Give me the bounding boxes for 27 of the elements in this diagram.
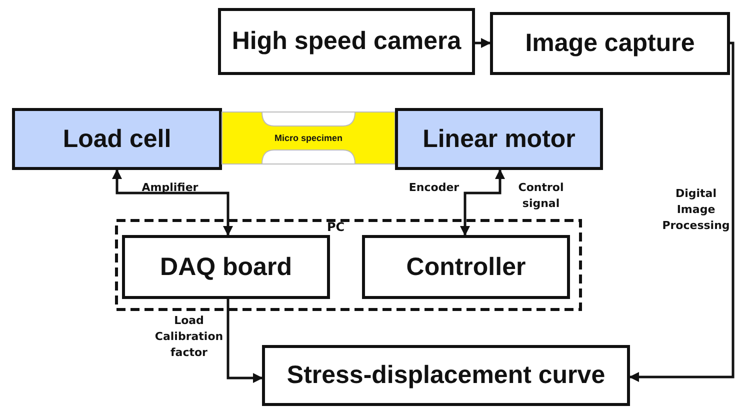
process-box	[395, 108, 603, 170]
box-label: Stress-displacement curve	[286, 362, 606, 389]
box-label: High speed camera	[232, 28, 462, 55]
process-box	[362, 235, 570, 299]
process-box	[490, 12, 730, 75]
process-box	[262, 345, 630, 406]
edge-label: Digital Image Processing	[661, 186, 731, 234]
signal-label: Control signal	[517, 180, 565, 212]
arrow	[629, 42, 734, 382]
process-box	[122, 235, 330, 299]
box-label: DAQ board	[160, 254, 292, 280]
box-label: Image capture	[525, 30, 695, 57]
edge-label: Load Calibration factor	[154, 313, 224, 361]
edge-label: Amplifier	[140, 180, 200, 196]
box-label: Load cell	[62, 126, 172, 152]
dashed-group-frame	[115, 219, 582, 311]
arrow	[460, 169, 505, 236]
specimen-label: Micro specimen	[274, 133, 343, 143]
box-label: Linear motor	[422, 126, 576, 152]
group-heading: PC	[327, 220, 345, 234]
process-box	[218, 8, 475, 75]
arrow	[226, 299, 263, 383]
edge-label: Encoder	[408, 180, 460, 196]
box-label: Controller	[406, 254, 526, 280]
process-box	[12, 108, 222, 170]
arrow	[112, 169, 233, 236]
arrow	[475, 38, 491, 48]
